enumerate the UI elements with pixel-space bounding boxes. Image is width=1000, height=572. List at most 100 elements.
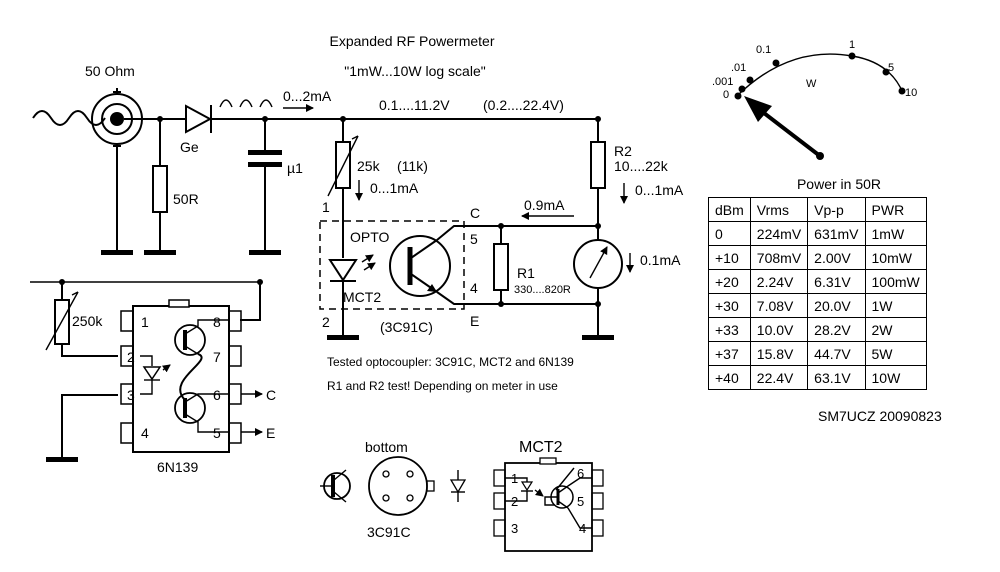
6n139-pin4: 4	[141, 425, 149, 441]
3c91c-label: 3C91C	[367, 524, 411, 540]
ic-6n139	[120, 299, 242, 453]
power-table-title: Power in 50R	[796, 176, 882, 192]
current-09-label: 0.9mA	[524, 197, 565, 213]
scale-tick-0.1: 0.1	[756, 44, 771, 56]
r50-label: 50R	[173, 191, 199, 207]
rf-sine-wave	[32, 110, 106, 126]
table-cell: 15.8V	[749, 341, 809, 366]
table-cell: 631mV	[807, 221, 866, 246]
header-cell: Vrms	[749, 197, 809, 222]
pin4-label: 4	[470, 280, 478, 296]
table-cell: +30	[708, 293, 751, 318]
table-cell: 63.1V	[807, 365, 866, 390]
table-cell: 10mW	[864, 245, 927, 270]
table-cell: 22.4V	[749, 365, 809, 390]
pin-e-label: E	[470, 313, 479, 329]
6n139-pin5: 5	[213, 425, 221, 441]
header-cell: dBm	[708, 197, 751, 222]
3c91c-diode-symbol	[449, 470, 467, 502]
table-cell: 1W	[864, 293, 927, 318]
pin5-label: 5	[470, 231, 478, 247]
table-cell: 1mW	[864, 221, 927, 246]
table-cell: +20	[708, 269, 751, 294]
r2-label: R2	[614, 143, 632, 159]
pot-label: 25k	[357, 158, 381, 174]
signature: SM7UCZ 20090823	[818, 408, 942, 424]
6n139-out-e: E	[266, 425, 275, 441]
mct2-package	[493, 457, 604, 552]
mct2-label: MCT2	[343, 289, 381, 305]
6n139-pin7: 7	[213, 349, 221, 365]
mct2-pin5: 5	[577, 494, 584, 509]
table-cell: 2W	[864, 317, 927, 342]
opto-current-label: 0...1mA	[370, 180, 419, 196]
table-header-row: dBm Vrms Vp-p PWR	[708, 197, 927, 222]
note-r1r2: R1 and R2 test! Depending on meter in us…	[327, 379, 558, 393]
table-cell: 224mV	[749, 221, 809, 246]
opto-label: OPTO	[350, 229, 390, 245]
3c91c-transistor-symbol	[320, 469, 351, 503]
scale-tick-0: 0	[723, 89, 729, 101]
6n139-label: 6N139	[157, 459, 198, 475]
scale-unit: W	[806, 78, 817, 90]
bottom-label: bottom	[365, 439, 408, 455]
scale-tick-5: 5	[888, 62, 894, 74]
pot-alt-label: (11k)	[397, 158, 428, 174]
table-cell: +37	[708, 341, 751, 366]
resistor-r1	[493, 243, 509, 291]
phototransistor	[389, 235, 451, 297]
pin1-label: 1	[322, 199, 330, 215]
diode-label: Ge	[180, 139, 199, 155]
mct2-title: MCT2	[519, 439, 563, 456]
scale-tick-001: .001	[712, 76, 733, 88]
r2-value: 10....22k	[614, 158, 669, 174]
6n139-pin3: 3	[127, 387, 135, 403]
header-cell: Vp-p	[807, 197, 866, 222]
mct2-pin4: 4	[579, 521, 586, 536]
6n139-pin2: 2	[127, 349, 135, 365]
bnc-connector	[91, 88, 143, 147]
diagram-subtitle: "1mW...10W log scale"	[344, 63, 485, 79]
pot250-label: 250k	[72, 313, 103, 329]
meter-scale	[734, 52, 906, 160]
table-cell: 10W	[864, 365, 927, 390]
table-cell: 100mW	[864, 269, 927, 294]
table-cell: 2.24V	[749, 269, 809, 294]
table-cell: +10	[708, 245, 751, 270]
scale-tick-10: 10	[905, 87, 917, 99]
current-label: 0...2mA	[283, 88, 332, 104]
mct2-pin6: 6	[577, 466, 584, 481]
diagram-title: Expanded RF Powermeter	[330, 33, 495, 49]
meter-label: 0.1mA	[640, 252, 681, 268]
cap-label: µ1	[287, 160, 303, 176]
table-cell: 2.00V	[807, 245, 866, 270]
note-tested: Tested optocoupler: 3C91C, MCT2 and 6N13…	[327, 355, 574, 369]
rectified-pulses	[219, 99, 273, 108]
table-cell: +33	[708, 317, 751, 342]
table-cell: 28.2V	[807, 317, 866, 342]
scale-tick-1: 1	[849, 39, 855, 51]
ohm-label: 50 Ohm	[85, 63, 135, 79]
voltage-range: 0.1....11.2V	[379, 97, 450, 113]
header-cell: PWR	[864, 197, 927, 222]
resistor-r2	[590, 141, 606, 189]
mct2-pin1: 1	[511, 471, 518, 486]
ic-3c91c-label: (3C91C)	[380, 319, 433, 335]
ammeter	[573, 239, 623, 289]
mct2-pin2: 2	[511, 494, 518, 509]
table-cell: 7.08V	[749, 293, 809, 318]
opto-box	[319, 220, 465, 310]
table-cell: 44.7V	[807, 341, 866, 366]
table-cell: 0	[708, 221, 751, 246]
scale-tick-01: .01	[731, 62, 746, 74]
pin-c-label: C	[470, 205, 480, 221]
capacitor	[248, 150, 282, 167]
table-cell: 6.31V	[807, 269, 866, 294]
